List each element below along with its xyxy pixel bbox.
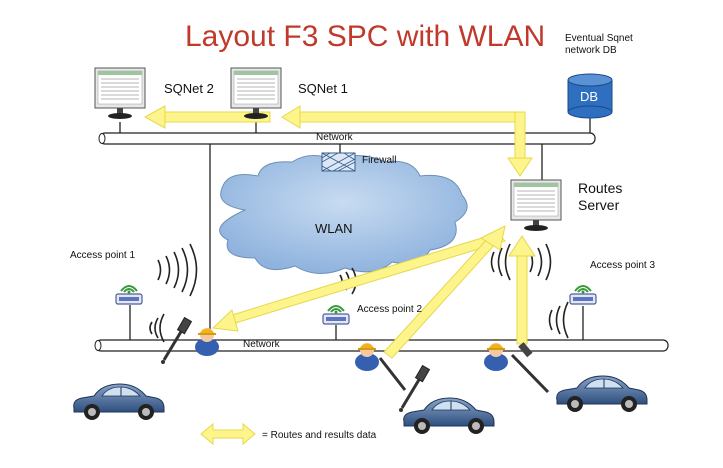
routes-server-line1: Routes [578,180,623,196]
sqnet1-label: SQNet 1 [298,81,348,96]
ap2-label: Access point 2 [357,304,423,315]
monitor-icon [230,67,282,120]
legend-arrow [200,422,256,446]
db-note-line2: network DB [565,45,617,56]
db-label: DB [580,89,599,104]
network-bottom-label: Network [243,339,280,350]
access-point-icon [569,285,597,305]
network-top-label: Network [316,132,353,143]
firewall-label: Firewall [362,155,397,166]
wlan-label: WLAN [315,221,353,236]
firewall-icon [321,152,356,172]
worker-icon [484,342,550,394]
access-point-icon [322,305,350,325]
data-flow-arrows [143,105,536,359]
car-icon [73,383,165,421]
cloud-icon [219,155,468,274]
db-note-line1: Eventual Sqnet [565,33,633,44]
sqnet2-label: SQNet 2 [164,81,214,96]
ap3-label: Access point 3 [590,260,656,271]
worker-icon [355,343,431,414]
monitor-icon [94,67,146,120]
access-point-icon [115,285,143,305]
car-icon [403,397,495,435]
network-bus-bottom [94,339,669,352]
database-icon [567,73,613,119]
ap1-label: Access point 1 [70,250,136,261]
network-bus-top [98,132,596,145]
monitor-icon [510,179,562,232]
page-title: Layout F3 SPC with WLAN [185,20,546,53]
legend-text: = Routes and results data [262,430,377,441]
car-icon [556,375,648,413]
routes-server-line2: Server [578,197,620,213]
